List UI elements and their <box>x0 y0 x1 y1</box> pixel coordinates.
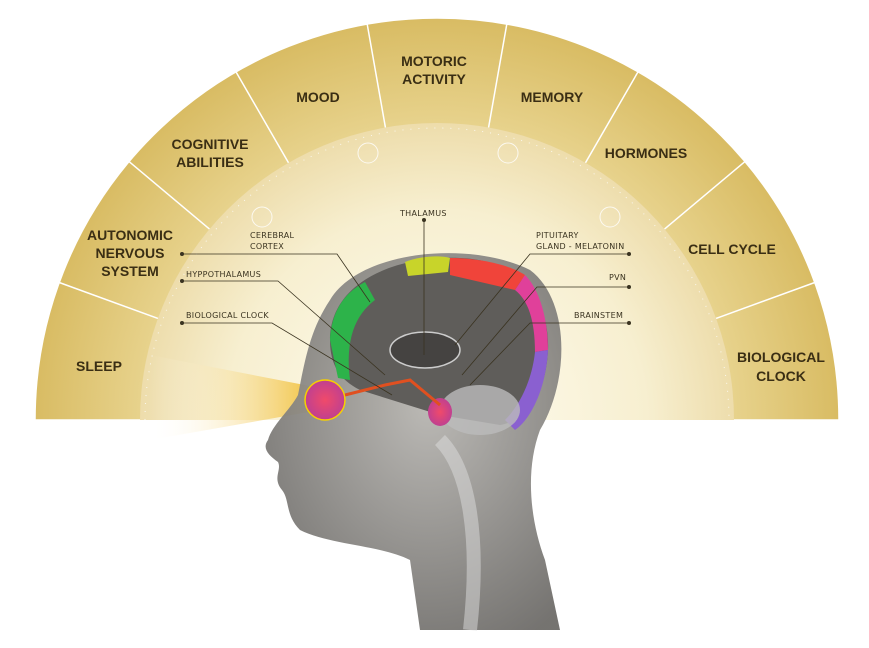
segment-divider <box>235 71 290 164</box>
segment-divider <box>128 161 210 230</box>
leader-lines <box>180 218 631 396</box>
label-thalamus: THALAMUS <box>399 209 447 218</box>
label-biological-clock: BIOLOGICAL CLOCK <box>186 311 269 320</box>
optic-path <box>344 378 441 407</box>
brain-illustration <box>330 256 549 435</box>
label-pvn: PVN <box>609 273 626 282</box>
segment-divider <box>584 71 639 164</box>
segment-dividers <box>58 23 816 320</box>
decorative-circles <box>251 142 621 228</box>
segment-divider <box>487 23 508 128</box>
segment-divider <box>366 23 387 128</box>
segment-memory: MEMORY <box>521 89 584 105</box>
label-hypothalamus: HYPPOTHALAMUS <box>186 270 261 279</box>
segment-hormones: HORMONES <box>605 145 687 161</box>
label-brainstem: BRAINSTEM <box>574 311 623 320</box>
segment-cell-cycle: CELL CYCLE <box>688 241 776 257</box>
segment-divider <box>664 161 746 230</box>
eye <box>304 379 346 421</box>
light-beam <box>150 355 320 440</box>
segment-mood: MOOD <box>296 89 340 105</box>
segment-sleep: SLEEP <box>76 358 122 374</box>
segment-divider <box>715 281 816 320</box>
segment-divider <box>58 281 159 320</box>
